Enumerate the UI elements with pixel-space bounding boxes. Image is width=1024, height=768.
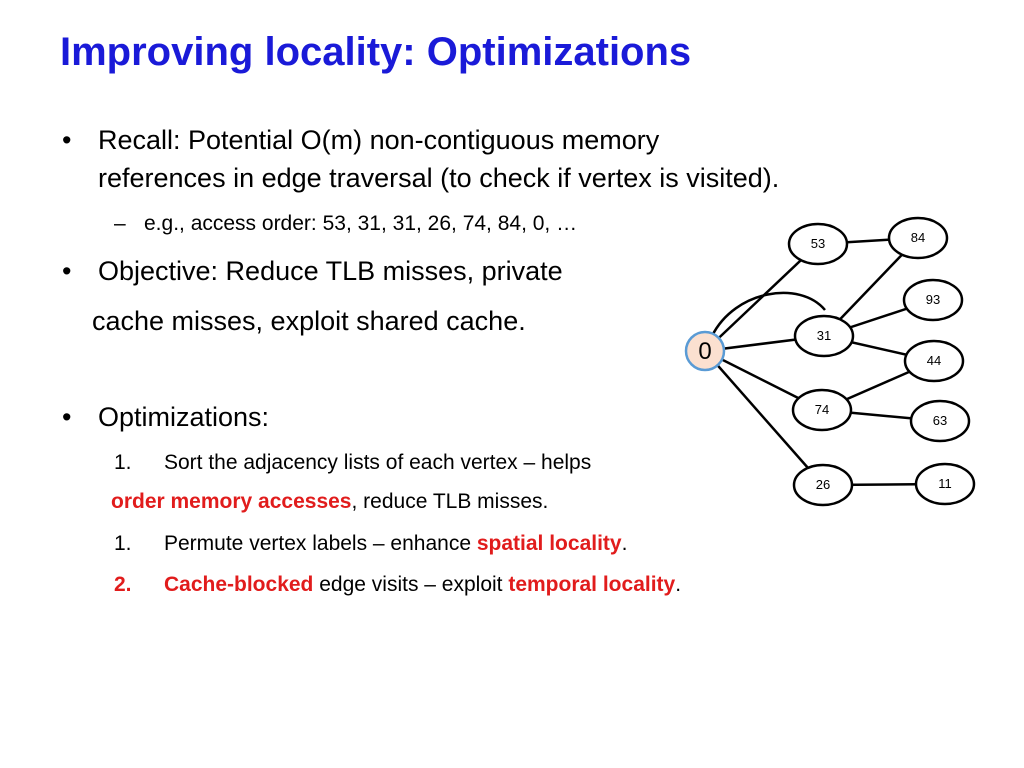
- item-permute-end: .: [621, 532, 628, 555]
- graph-node-label-26: 26: [816, 477, 830, 492]
- graph-node-63: [909, 399, 971, 443]
- highlight-temporal-locality: temporal locality: [508, 573, 676, 596]
- graph-edge-0-53: [704, 243, 819, 352]
- item-number-red: 2.: [114, 573, 132, 596]
- bullet-optimizations: Optimizations:: [98, 402, 270, 432]
- slide-title: Improving locality: Optimizations: [60, 30, 692, 74]
- graph-node-label-11: 11: [938, 476, 952, 491]
- graph-node-31: [793, 314, 855, 358]
- graph-node-74: [791, 388, 853, 432]
- item-permute-labels: Permute vertex labels – enhance spatial …: [164, 532, 627, 556]
- graph-node-11: [914, 462, 976, 506]
- graph-node-label-63: 63: [933, 413, 947, 428]
- graph-edge-53-84: [817, 236, 919, 246]
- bullet-objective-line2: cache misses, exploit shared cache.: [92, 306, 526, 336]
- graph-nodes: 0 53 84 31 93 44 74 63 26 11: [684, 216, 976, 507]
- graph-edge-31-93: [823, 298, 934, 338]
- graph-node-84: [887, 216, 949, 260]
- graph-root-label: 0: [698, 338, 711, 365]
- bullet-glyph: •: [62, 256, 72, 286]
- graph-edge-74-63: [821, 408, 941, 423]
- sub-bullet-access-order: e.g., access order: 53, 31, 31, 26, 74, …: [144, 212, 578, 235]
- graph-node-44: [903, 339, 965, 383]
- item-sort-adjacency-continued: order memory accesses, reduce TLB misses…: [111, 490, 548, 514]
- bullet-glyph: •: [62, 402, 72, 432]
- graph-edge-0-26: [704, 350, 824, 486]
- graph-node-label-31: 31: [817, 328, 831, 343]
- bullet-recall-line2: references in edge traversal (to check i…: [98, 163, 780, 193]
- graph-edge-0-74: [704, 349, 823, 412]
- graph-node-label-93: 93: [926, 292, 940, 307]
- graph-node-label-44: 44: [927, 353, 941, 368]
- item-permute-text: Permute vertex labels – enhance: [164, 532, 477, 555]
- graph-node-label-84: 84: [911, 230, 925, 245]
- graph-edge-0-31: [704, 334, 825, 353]
- graph-edge-26-11: [822, 482, 946, 487]
- item-sort-adjacency: Sort the adjacency lists of each vertex …: [164, 451, 592, 474]
- item-sort-rest: , reduce TLB misses.: [351, 490, 549, 513]
- graph-root-node: [684, 330, 726, 372]
- graph-node-26: [792, 463, 854, 507]
- item-number: 1.: [114, 451, 132, 474]
- bullet-glyph: •: [62, 125, 72, 155]
- item-cache-blocked-text: edge visits – exploit: [313, 573, 509, 596]
- highlight-spatial-locality: spatial locality: [476, 532, 622, 555]
- graph-node-53: [787, 222, 849, 266]
- graph-self-loop: [710, 291, 826, 337]
- graph-node-label-53: 53: [811, 236, 825, 251]
- graph-edges: [704, 236, 946, 487]
- bullet-recall-line1: Recall: Potential O(m) non-contiguous me…: [98, 125, 660, 155]
- bullet-objective-line1: Objective: Reduce TLB misses, private: [98, 256, 563, 286]
- graph-edge-31-84: [823, 237, 919, 337]
- item-number: 1.: [114, 532, 132, 555]
- item-cache-blocked-end: .: [675, 573, 682, 596]
- highlight-order-memory-accesses: order memory accesses: [111, 490, 352, 513]
- graph-edge-31-44: [823, 334, 935, 363]
- sub-bullet-dash: –: [114, 212, 126, 235]
- graph-node-label-74: 74: [815, 402, 829, 417]
- graph-edge-74-44: [821, 359, 935, 412]
- graph-node-93: [902, 278, 964, 322]
- highlight-cache-blocked: Cache-blocked: [164, 573, 314, 596]
- item-cache-blocked: Cache-blocked edge visits – exploit temp…: [164, 573, 681, 597]
